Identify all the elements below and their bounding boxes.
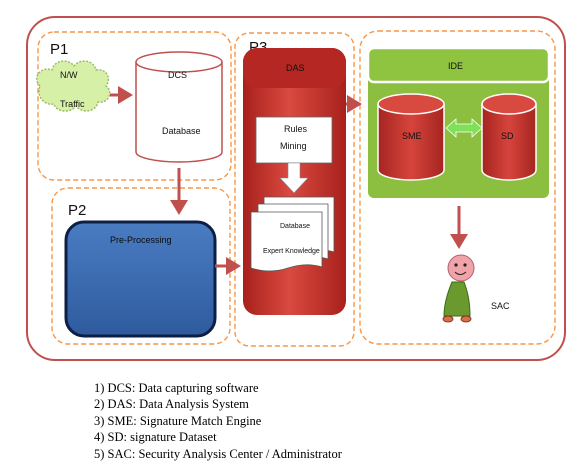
legend-item: 1) DCS: Data capturing software [94,381,259,395]
docs-label-line2: Expert Knowledge [263,248,320,255]
legend-item: 2) DAS: Data Analysis System [94,397,249,412]
rules-label-line1: Rules [284,124,308,134]
legend-item: 3) SME: Signature Match Engine [94,413,262,428]
abbreviation-legend: 1) DCS: Data capturing software 2) DAS: … [94,380,342,462]
sac-label: SAC [491,301,510,311]
preprocessing-label: Pre-Processing [110,235,172,245]
ide-label: IDE [448,61,463,71]
rules-to-docs-arrow [279,162,309,194]
p3-region [234,32,355,347]
dcs-label: DCS [168,70,187,80]
sme-label: SME [402,131,422,141]
p1-label: P1 [50,41,68,58]
p1-region [37,31,232,181]
preprocessing-box: Pre-Processing [64,220,217,338]
p2-label: P2 [68,202,86,219]
das-label: DAS [286,63,305,73]
traffic-label-line2: Traffic [60,99,85,109]
das-panel: DAS Rules Mining Database Expert Knowled… [243,48,346,315]
sd-cylinder: SD [481,93,537,181]
docs-label-line1: Database [280,223,310,230]
traffic-label-line1: N/W [60,70,78,80]
legend-item: 4) SD: signature Dataset [94,430,217,445]
outer-frame [26,16,566,361]
expert-knowledge-documents: Database Expert Knowledge [250,196,335,272]
ide-region [359,30,556,345]
legend-item: 5) SAC: Security Analysis Center / Admin… [94,446,342,461]
sd-label: SD [501,131,514,141]
sme-cylinder: SME [377,93,445,181]
dcs-database-cylinder: DCS Database [135,51,223,163]
dcs-database-label: Database [162,126,201,136]
network-traffic-cloud: N/W Traffic [36,60,111,112]
rules-label-line2: Mining [280,141,307,151]
sac-person-icon [442,254,475,323]
ide-panel: IDE SME SD [366,46,551,198]
